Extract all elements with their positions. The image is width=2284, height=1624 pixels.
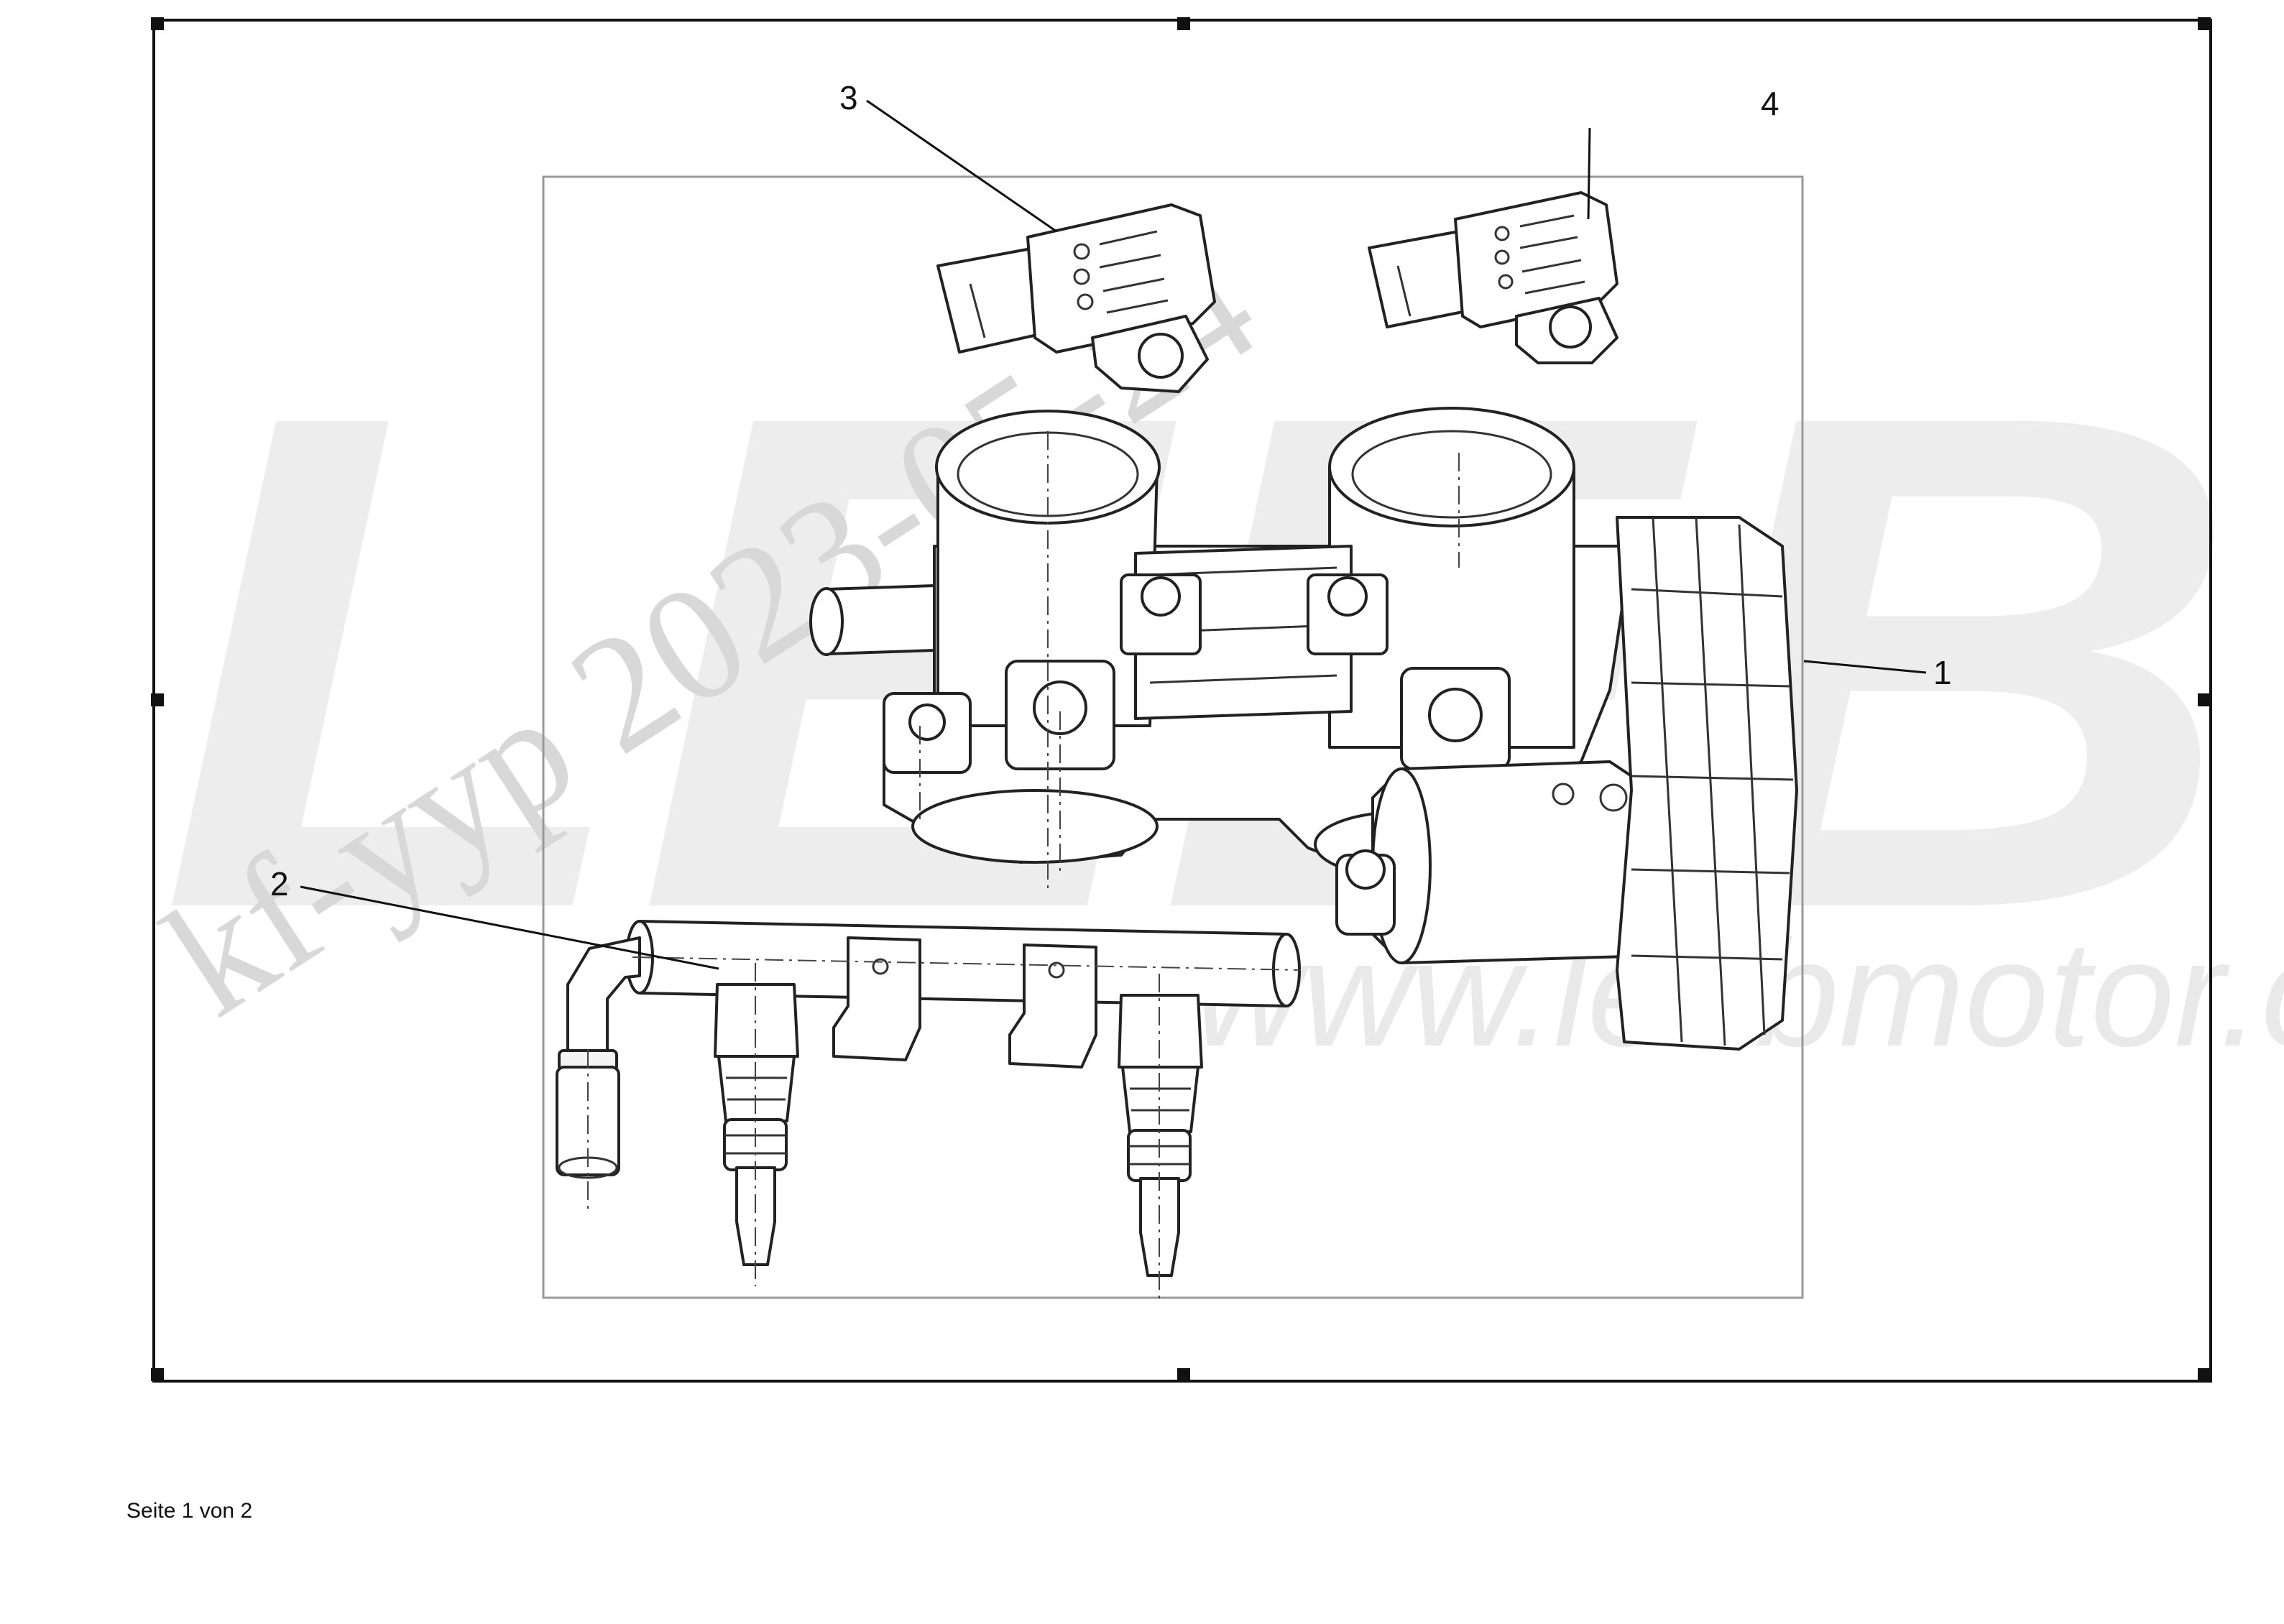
fuel-rail-drawing	[556, 920, 1302, 1304]
throttle-body-drawing	[809, 407, 1798, 1051]
callout-1: 1	[1933, 654, 1952, 691]
page-number-footer: Seite 1 von 2	[126, 1499, 253, 1523]
callout-3: 3	[839, 79, 858, 116]
leader-line-3	[866, 99, 1057, 233]
inner-frame	[542, 175, 1804, 1299]
callout-4: 4	[1761, 85, 1779, 122]
leader-line-1	[1803, 660, 1927, 674]
leader-line-4	[1587, 127, 1591, 220]
callout-2: 2	[270, 865, 289, 903]
leader-lines	[300, 99, 1927, 970]
map-sensor-right-drawing	[1368, 191, 1618, 364]
leader-line-2	[300, 885, 719, 970]
frame-handles	[151, 17, 2211, 1381]
map-sensor-left-drawing	[936, 203, 1216, 393]
